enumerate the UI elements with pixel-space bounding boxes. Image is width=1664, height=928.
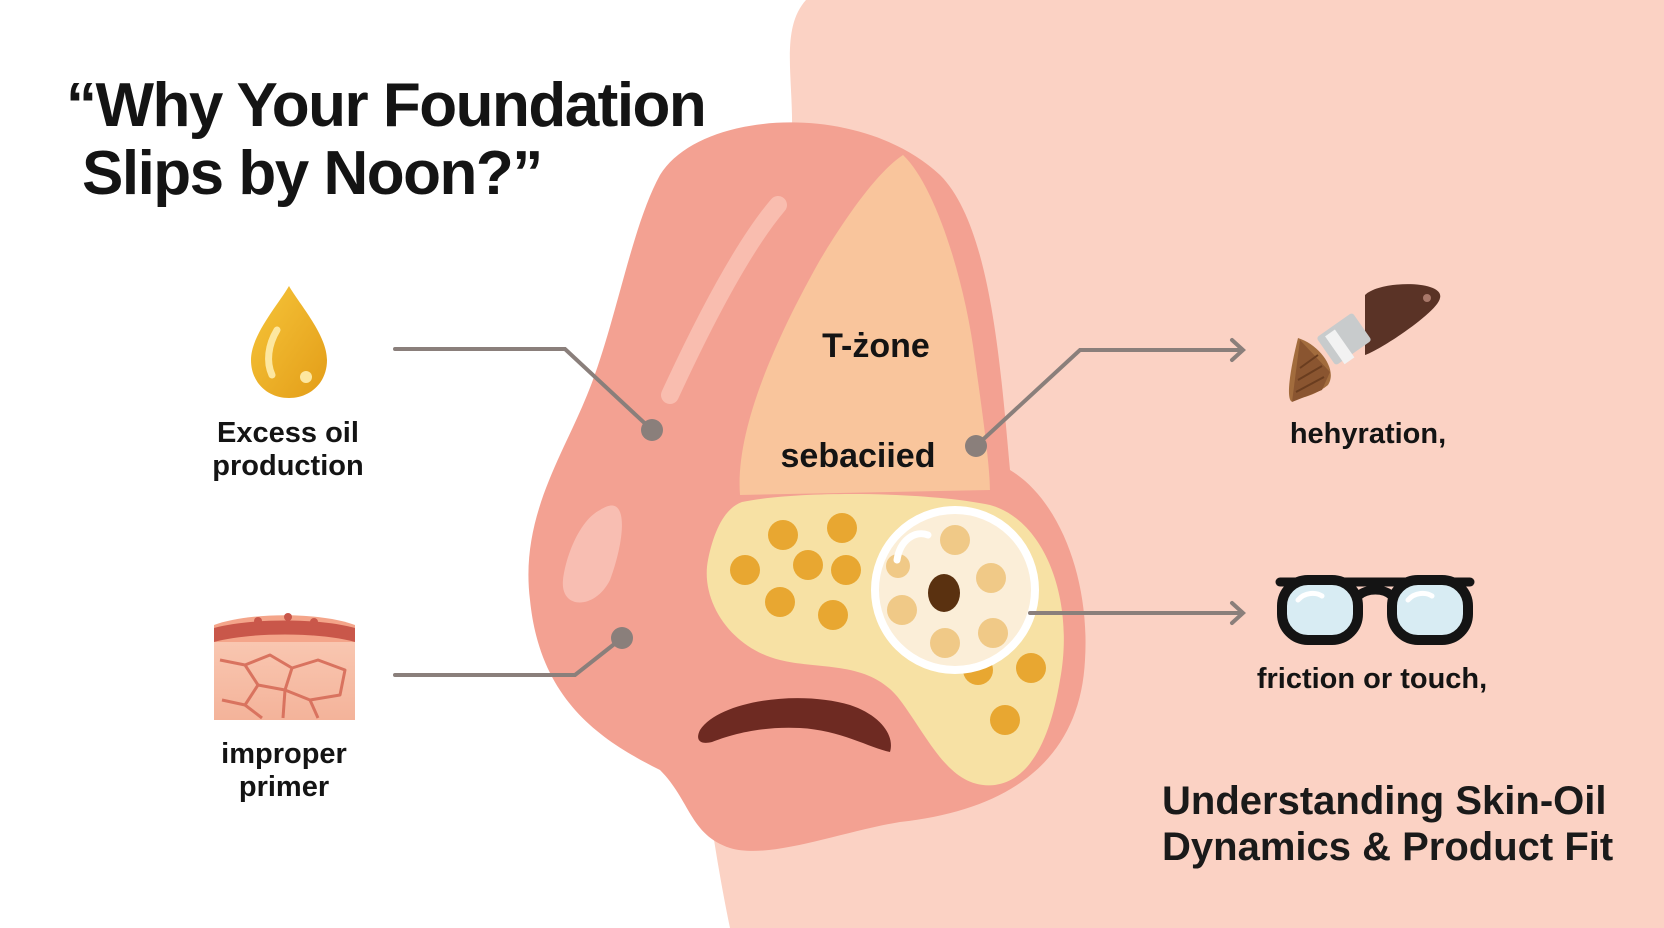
title-line-1: “Why Your Foundation (66, 71, 707, 140)
improper-primer-label-line-1: improper (221, 738, 347, 770)
tzone-label: T-żone (822, 327, 930, 365)
nostril (698, 698, 891, 752)
subtitle-line-1: Understanding Skin-Oil (1162, 779, 1607, 823)
improper-primer-label-line-2: primer (238, 771, 330, 803)
excess-oil-label-line-1: Excess oil (217, 417, 359, 449)
dehydration-label: hehyration, (1289, 418, 1447, 450)
page-title: “Why Your Foundation Slips by Noon?” (66, 71, 707, 208)
improper-primer-label: improper primer (221, 738, 347, 804)
title-line-2: Slips by Noon?” (82, 139, 543, 208)
excess-oil-label-line-2: production (212, 450, 364, 482)
sebaceous-label: sebaciied (780, 437, 936, 475)
tzone-area (739, 155, 990, 495)
friction-label: friction or touch, (1256, 663, 1488, 695)
subtitle-line-2: Dynamics & Product Fit (1162, 825, 1614, 869)
magnifier-lens (871, 506, 1039, 674)
nostril-highlight (562, 505, 622, 603)
subtitle: Understanding Skin-Oil Dynamics & Produc… (1162, 778, 1613, 870)
excess-oil-label: Excess oil production (212, 417, 363, 483)
makeup-brush-icon (1288, 284, 1441, 402)
oil-glands (730, 513, 1046, 735)
dry-skin-icon (214, 613, 355, 720)
connector-dots (611, 419, 987, 649)
connectors (393, 338, 1246, 677)
nose-highlight (661, 196, 787, 404)
oil-drop-icon (251, 286, 327, 398)
eyeglasses-icon (1275, 575, 1475, 645)
